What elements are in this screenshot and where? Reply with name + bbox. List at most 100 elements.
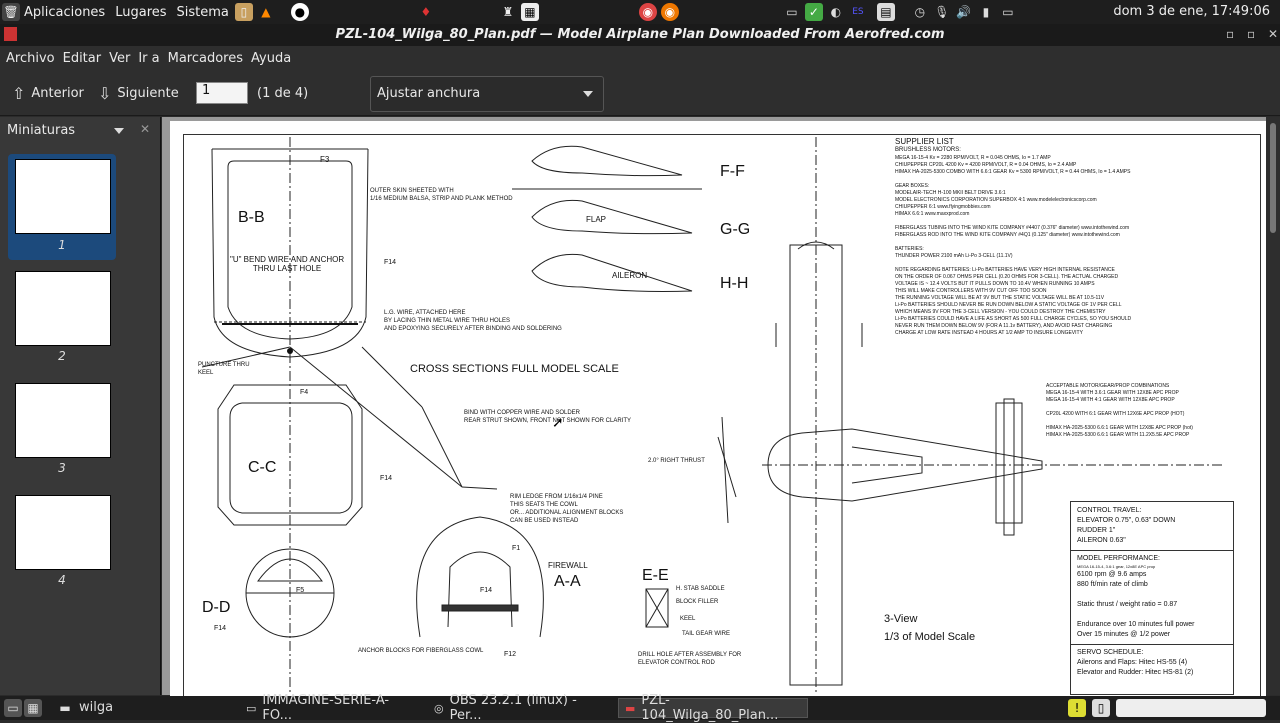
supplier-list: SUPPLIER LIST BRUSHLESS MOTORS: MEGA 16-… — [895, 137, 1225, 337]
previous-page-button[interactable]: ⇧ Anterior — [12, 84, 84, 103]
supplier-line: MODELAIR-TECH H-100 MKII BELT DRIVE 3.6:… — [895, 190, 1006, 196]
folder-icon[interactable]: ▬ — [59, 701, 71, 715]
applications-menu[interactable]: Aplicaciones — [24, 4, 106, 20]
3view-title: 3-View — [884, 613, 918, 625]
supplier-line: THIS WILL MAKE CONTROLLERS WITH 9V CUT O… — [895, 288, 1047, 294]
rim-ledge-note: RIM LEDGE FROM 1/16x1/4 PINE THIS SEATS … — [510, 494, 624, 524]
chevron-down-icon[interactable] — [114, 128, 124, 134]
task-obs[interactable]: ◎ OBS 23.2.1 (linux) - Per... — [428, 693, 614, 723]
keyboard-layout-icon[interactable]: ES — [852, 7, 864, 17]
notification-icon[interactable]: ! — [1068, 699, 1086, 717]
tail-gear-note: TAIL GEAR WIRE — [682, 631, 731, 637]
performance-line — [1077, 590, 1227, 600]
f4-label: F4 — [300, 389, 309, 396]
minimize-icon[interactable]: ▫ — [1226, 27, 1235, 41]
page-number-input[interactable]: 1 — [196, 82, 248, 104]
vlc-icon[interactable]: ▲ — [261, 5, 271, 19]
network-status-icon[interactable]: ◷ — [914, 5, 926, 19]
flap-label: FLAP — [586, 215, 607, 224]
discord-icon[interactable]: ◐ — [830, 5, 842, 19]
close-sidebar-icon[interactable]: ✕ — [140, 122, 151, 136]
supplier-line: MODEL ELECTRONICS CORPORATION SUPERBOX 4… — [895, 197, 1097, 203]
workspace-switcher-icon[interactable] — [1116, 699, 1266, 717]
places-menu[interactable]: Lugares — [115, 4, 167, 20]
performance-line: Static thrust / weight ratio = 0.87 — [1077, 601, 1178, 608]
thumbnail-page-3[interactable] — [15, 383, 111, 458]
top-panel: 🗑 Aplicaciones Lugares Sistema ▯ ▲ ● ♦ ♜… — [0, 0, 1280, 24]
task-label: OBS 23.2.1 (linux) - Per... — [449, 693, 577, 723]
menu-marcadores[interactable]: Marcadores — [167, 50, 244, 66]
thumbnail-page-1[interactable] — [15, 159, 111, 234]
check-icon[interactable]: ✓ — [804, 3, 823, 21]
chrome-icon[interactable]: ◉ — [638, 3, 657, 21]
chess-icon[interactable]: ♜ — [502, 5, 514, 19]
control-line: AILERON 0.63" — [1077, 537, 1126, 544]
thumbnail-page-2[interactable] — [15, 271, 111, 346]
combo-line: MEGA 16-15-4 WITH 3.6:1 GEAR WITH 12X8E … — [1046, 390, 1179, 396]
section-ee-label: E-E — [642, 567, 669, 584]
control-travel-title: CONTROL TRAVEL: — [1077, 507, 1142, 514]
next-page-button[interactable]: ⇩ Siguiente — [98, 84, 179, 103]
show-desktop-icon[interactable]: ▭ — [4, 699, 22, 717]
trash-icon[interactable]: 🗑 — [2, 3, 20, 21]
f12-label: F12 — [504, 651, 517, 658]
obs-icon[interactable]: ● — [290, 3, 309, 21]
outer-skin-note: OUTER SKIN SHEETED WITH 1/16 MEDIUM BALS… — [370, 188, 513, 202]
maximize-icon[interactable]: ▫ — [1247, 27, 1256, 41]
sidebar-header[interactable]: Miniaturas ✕ — [0, 117, 160, 143]
scrollbar-thumb[interactable] — [1270, 123, 1276, 233]
performance-line — [1077, 610, 1227, 620]
f5-label: F5 — [296, 587, 305, 594]
trash-icon[interactable]: ▯ — [1092, 699, 1110, 717]
supplier-line: BATTERIES: — [895, 246, 924, 252]
menu-ir-a[interactable]: Ir a — [138, 50, 160, 66]
performance-line: Endurance over 10 minutes full power — [1077, 621, 1195, 628]
grid-app-icon[interactable]: ▦ — [520, 3, 539, 21]
firewall-label: FIREWALL — [548, 561, 588, 570]
workspace-grid-icon[interactable]: ▦ — [24, 699, 42, 717]
screenshot-icon[interactable]: ▭ — [786, 5, 798, 19]
battery-icon[interactable]: ▭ — [1002, 5, 1014, 19]
supplier-line: CHIUPEPPER CP20L 4200 Kv = 4200 RPM/VOLT… — [895, 162, 1077, 168]
supplier-line: NEVER RUN THEM DOWN BELOW 9V (FOR A 11.1… — [895, 323, 1113, 329]
aileron-label: AILERON — [612, 271, 648, 280]
clock[interactable]: dom 3 de ene, 17:49:06 — [1113, 4, 1270, 19]
thumbnail-label: 3 — [58, 461, 66, 475]
thumbnail-page-4[interactable] — [15, 495, 111, 570]
next-label: Siguiente — [117, 86, 179, 101]
file-manager-icon[interactable]: ▯ — [234, 3, 253, 21]
combo-line: CP20L 4200 WITH 6:1 GEAR WITH 12X6E APC … — [1046, 411, 1185, 417]
app-icon-red[interactable]: ♦ — [420, 5, 432, 19]
vertical-scrollbar[interactable] — [1266, 117, 1280, 695]
menu-editar[interactable]: Editar — [62, 50, 102, 66]
supplier-line — [895, 176, 1225, 183]
system-menu[interactable]: Sistema — [176, 4, 229, 20]
signal-icon[interactable]: ▮ — [982, 5, 990, 19]
task-pdf-viewer[interactable]: ▬ PZL-104_Wilga_80_Plan... — [618, 693, 808, 723]
f14-label-aa: F14 — [480, 587, 493, 594]
section-aa-label: A-A — [554, 573, 581, 590]
combos-title: ACCEPTABLE MOTOR/GEAR/PROP COMBINATIONS — [1046, 383, 1170, 389]
supplier-line: GEAR BOXES: — [895, 183, 930, 189]
volume-icon[interactable]: 🔊 — [956, 5, 972, 19]
zoom-select[interactable]: Ajustar anchura — [370, 76, 604, 112]
bind-wire-note: BIND WITH COPPER WIRE AND SOLDER REAR ST… — [464, 410, 632, 424]
menu-archivo[interactable]: Archivo — [6, 50, 55, 66]
app-icon — [4, 27, 17, 41]
previous-label: Anterior — [31, 86, 84, 101]
section-dd-label: D-D — [202, 599, 231, 616]
menu-ayuda[interactable]: Ayuda — [251, 50, 292, 66]
close-icon[interactable]: ✕ — [1268, 27, 1279, 41]
workspace-label[interactable]: wilga — [79, 700, 114, 715]
task-label: IMMAGINE-SERIE-A-FO... — [262, 693, 390, 723]
notes-icon[interactable]: ▤ — [876, 3, 895, 21]
window-title: PZL-104_Wilga_80_Plan.pdf — Model Airpla… — [335, 27, 945, 42]
document-view[interactable]: F3 B-B OUTER SKIN SHEETED WITH 1/16 MEDI… — [162, 117, 1266, 704]
firefox-icon[interactable]: ◉ — [660, 3, 679, 21]
task-immagine[interactable]: ▭ IMMAGINE-SERIE-A-FO... — [240, 693, 420, 723]
thumbnail-label: 1 — [58, 238, 66, 252]
thumbnail-label: 4 — [58, 573, 66, 587]
microphone-icon[interactable]: 🎙 — [934, 5, 950, 19]
menu-ver[interactable]: Ver — [109, 50, 131, 66]
